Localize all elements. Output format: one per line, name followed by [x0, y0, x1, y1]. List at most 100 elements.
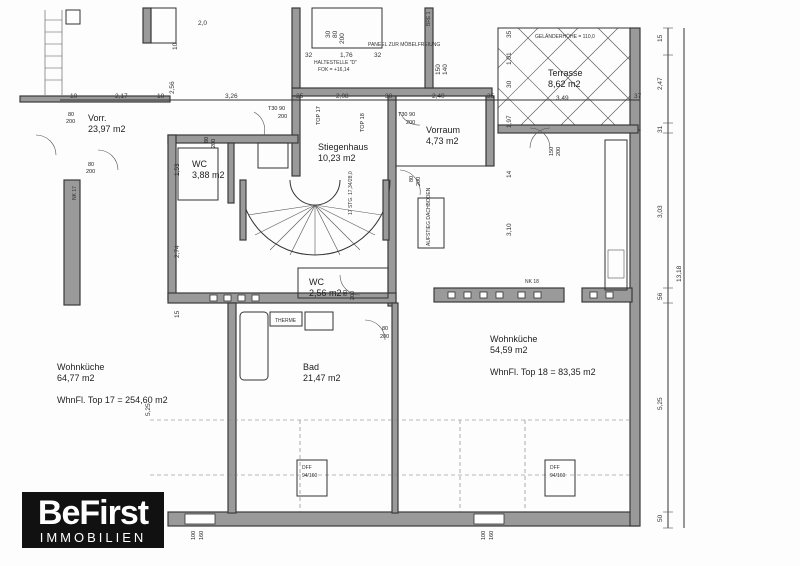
- stairs-top-left: [44, 10, 63, 95]
- spiral-stair: [239, 179, 391, 256]
- dim-int-1: 14: [506, 170, 513, 178]
- room-vorraum-area: 4,73 m2: [426, 136, 459, 146]
- dim-left-3: 1,53: [174, 163, 181, 176]
- door-80-wc1-h: 200: [211, 139, 217, 148]
- bottom-window-1: [184, 513, 216, 525]
- dim-int-0: 1,97: [506, 115, 513, 128]
- dim-stair-0: 32: [305, 52, 313, 59]
- door-80-wc2: 80: [343, 290, 349, 296]
- dim-stair-4: 80: [332, 30, 339, 38]
- door-t30-right-h: 200: [406, 120, 415, 126]
- bath-sink: [304, 311, 334, 331]
- door-150-terr: 150: [549, 147, 555, 156]
- dim-int-2: 3,10: [506, 223, 513, 236]
- door-swings: [35, 111, 551, 341]
- door-80-vorr: 80: [68, 112, 74, 118]
- dim-right-total: 13,18: [676, 265, 683, 282]
- dim-narrow-1: 2,0: [198, 20, 207, 27]
- top-wall-center: [291, 7, 301, 89]
- dim-left-0: 2,74: [174, 245, 181, 258]
- dim-right-4: 56: [657, 292, 664, 300]
- room-stiegenhaus-name: Stiegenhaus: [318, 142, 369, 152]
- door-t30-left-h: 200: [278, 114, 287, 120]
- label-gelaender: GELÄNDERHÖHE = 110,0: [535, 33, 595, 40]
- therme-box: [269, 311, 303, 327]
- room-wc1-name: WC: [192, 159, 207, 169]
- dim-stair-7: 140: [442, 64, 449, 75]
- dim-top-3: 2,56: [169, 81, 176, 94]
- terrace-hatch: [497, 27, 634, 129]
- bad-east-wall: [391, 302, 399, 514]
- room-vorraum-name: Vorraum: [426, 125, 460, 135]
- dim-top-0: 10: [70, 93, 78, 100]
- room-terrasse-area: 8,62 m2: [548, 79, 581, 89]
- summary-top18: WhnFl. Top 18 = 83,35 m2: [490, 367, 596, 377]
- door-100-bottom-1: 100: [191, 531, 197, 540]
- door-t30-right: T30 90: [398, 112, 415, 118]
- room-wk-west-area: 64,77 m2: [57, 373, 95, 383]
- room-terrasse-name: Terrasse: [548, 68, 583, 78]
- dim-stair-5: 200: [339, 33, 346, 44]
- terrace-wall-right: [629, 27, 641, 131]
- room-vorr-name: Vorr.: [88, 113, 107, 123]
- door-150-terr-h: 200: [556, 147, 562, 156]
- kitchen-counter: [604, 139, 628, 291]
- door-t30-left: T30 90: [268, 106, 285, 112]
- kitchen-hob: [607, 249, 625, 279]
- dim-right-3: 3,03: [657, 205, 664, 218]
- dim-right-5: 5,25: [657, 397, 664, 410]
- terrace-wall-bottom: [497, 124, 639, 134]
- west-column-wall: [63, 179, 81, 306]
- room-wc2-area: 2,56 m2: [309, 288, 342, 298]
- room-wk-east-area: 54,59 m2: [490, 345, 528, 355]
- door-80-bad: 80: [382, 326, 388, 332]
- right-dim-ticks: [663, 27, 673, 529]
- dim-int-5: 35: [506, 30, 513, 38]
- door-80-vorraum-h: 200: [416, 177, 422, 186]
- top-wall-center-2: [424, 7, 434, 89]
- label-nk18: NK 18: [525, 279, 539, 285]
- dim-int-3: 1,01: [506, 52, 513, 65]
- dim-stair-3: 30: [325, 30, 332, 38]
- attic-access: [417, 197, 445, 249]
- dim-top-5: 25: [296, 93, 304, 100]
- door-80-wc1: 80: [204, 137, 210, 143]
- left-block-west-wall: [167, 134, 177, 301]
- wall-windows: [68, 219, 614, 302]
- label-top18: TOP 18: [360, 113, 366, 132]
- top-wall-vorr: [19, 95, 171, 103]
- left-block-bottom-wall: [167, 292, 397, 304]
- label-therme: THERME: [275, 318, 297, 324]
- wc1-east-wall: [227, 142, 235, 204]
- door-80-west: 80: [88, 162, 94, 168]
- dim-right-6: 50: [657, 514, 664, 522]
- door-80-vorr-h: 200: [66, 119, 75, 125]
- dim-top-10: 3,49: [556, 95, 569, 102]
- bottom-window-2: [473, 513, 505, 525]
- label-dff-2: DFF: [550, 465, 560, 471]
- brand-logo: BeFirst IMMOBILIEN: [22, 492, 164, 548]
- label-dff-2-size: 94/160: [550, 473, 566, 479]
- label-dff-1-size: 94/160: [302, 473, 318, 479]
- top-shaft: [150, 7, 177, 44]
- dim-stair-6: 150: [435, 64, 442, 75]
- top-left-box: [65, 9, 81, 25]
- bathtub: [239, 311, 269, 381]
- dim-top-8: 2,40: [432, 93, 445, 100]
- dim-right-1: 2,47: [657, 77, 664, 90]
- dim-right-0: 15: [657, 34, 664, 42]
- label-panel: PANEEL ZUR MÖBELFREIUNG: [368, 41, 440, 48]
- label-top17: TOP 17: [316, 106, 322, 125]
- dim-top-7: 30: [385, 93, 393, 100]
- skylight-1: [296, 459, 328, 497]
- room-vorr-area: 23,97 m2: [88, 124, 126, 134]
- brand-name: BeFirst: [37, 494, 149, 532]
- bottom-wall: [167, 511, 639, 527]
- label-dff-1: DFF: [302, 465, 312, 471]
- door-100-bottom-1-h: 160: [199, 531, 205, 540]
- right-wall: [629, 129, 641, 527]
- dim-top-1: 2,17: [115, 93, 128, 100]
- door-100-bottom-2-h: 160: [489, 531, 495, 540]
- door-80-west-h: 200: [86, 169, 95, 175]
- door-80-bad-h: 200: [380, 334, 389, 340]
